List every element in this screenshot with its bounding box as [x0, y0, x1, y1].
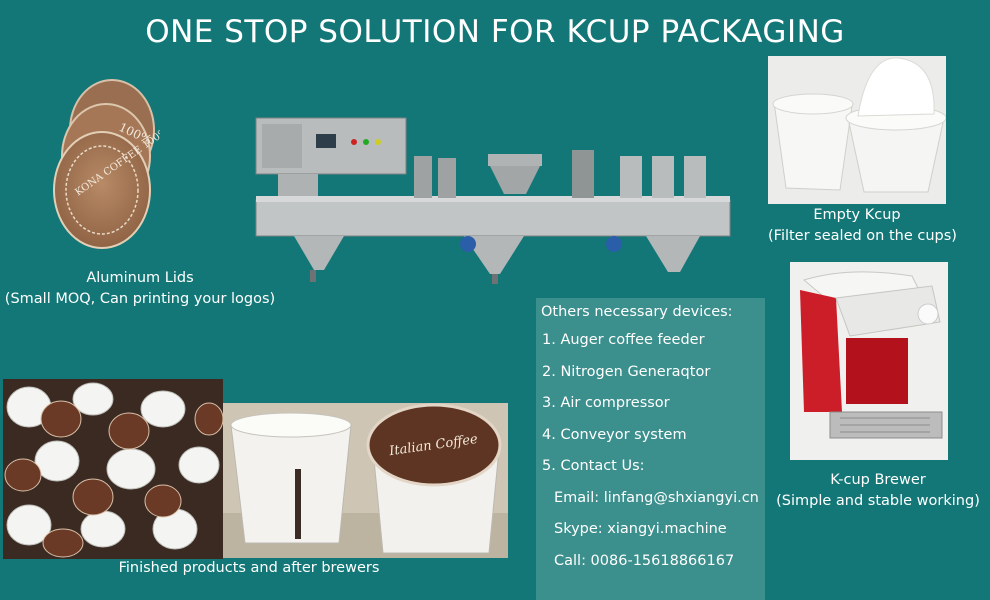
device-item-auger: 1. Auger coffee feeder [542, 332, 705, 348]
devices-heading: Others necessary devices: [541, 304, 733, 320]
page-title: ONE STOP SOLUTION FOR KCUP PACKAGING [145, 14, 845, 50]
finished-caption: Finished products and after brewers [118, 560, 380, 576]
device-item-contact: 5. Contact Us: [542, 458, 645, 474]
device-item-air: 3. Air compressor [542, 395, 670, 411]
device-item-conveyor: 4. Conveyor system [542, 427, 687, 443]
kcup-photo [768, 56, 946, 204]
device-item-nitrogen: 2. Nitrogen Generaqtor [542, 364, 711, 380]
kcup-caption: Empty Kcup (Filter sealed on the cups) [768, 207, 957, 244]
contact-skype[interactable]: Skype: xiangyi.machine [554, 521, 727, 537]
contact-email[interactable]: Email: linfang@shxiangyi.cn [554, 490, 759, 506]
lids-photo: 100% KONA COFFEE 100% [53, 79, 160, 249]
lids-caption: Aluminum Lids (Small MOQ, Can printing y… [4, 270, 276, 307]
brewer-photo [790, 262, 948, 460]
brewer-caption: K-cup Brewer (Simple and stable working) [776, 472, 980, 509]
cups-photo: Italian Coffee [223, 403, 508, 558]
machine-photo [255, 117, 731, 284]
contact-phone[interactable]: Call: 0086-15618866167 [554, 553, 735, 569]
devices-panel: Others necessary devices: 1. Auger coffe… [536, 298, 765, 600]
pods-photo [3, 379, 223, 559]
